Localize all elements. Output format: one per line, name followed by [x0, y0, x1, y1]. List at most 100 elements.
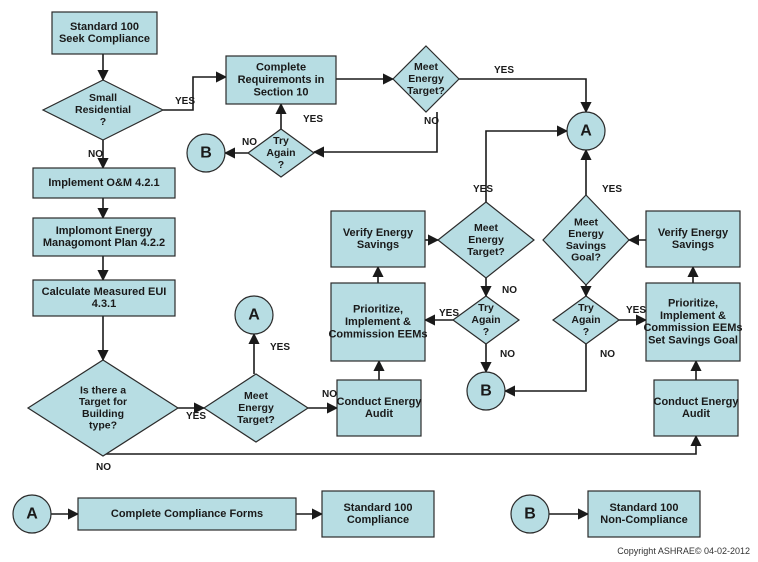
complete-req-label: Requiremonts in	[238, 74, 325, 86]
conduct-audit-right-label: Audit	[682, 408, 710, 420]
compliance-forms-node: Complete Compliance Forms	[77, 497, 297, 531]
no-edge-label: NO	[96, 462, 111, 473]
a-mid-label: A	[248, 307, 260, 324]
decision-diamond	[392, 45, 460, 113]
connector-arrow	[459, 78, 592, 114]
decision-diamond	[246, 128, 316, 178]
b-bottom-label: B	[524, 506, 536, 523]
prioritize-left-label: Prioritize,	[353, 304, 403, 316]
process-box	[32, 279, 176, 317]
try-again-top-label: Again	[266, 147, 295, 159]
std-compliance-label: Standard 100	[343, 502, 412, 514]
target-exists-label: Is there a	[80, 384, 126, 396]
meet-goal-label: Energy	[568, 228, 604, 240]
try-again-top-label: Try	[273, 135, 289, 147]
small-residential-label: Residential	[75, 104, 131, 116]
yes-edge-label: YES	[602, 184, 622, 195]
meet-target-low-label: Energy	[238, 402, 274, 414]
implement-om-label: Implement O&M 4.2.1	[48, 177, 159, 189]
decision-diamond	[26, 359, 180, 457]
meet-target-mid-label: Target?	[467, 246, 505, 258]
verify-left-label: Savings	[357, 239, 399, 251]
b-top-node: B	[186, 133, 226, 173]
implement-om-node: Implement O&M 4.2.1	[32, 167, 176, 199]
connector-circle	[234, 295, 274, 335]
prioritize-right-label: Implement &	[660, 310, 726, 322]
small-residential-label: Small	[89, 92, 117, 104]
verify-left-label: Verify Energy	[343, 227, 414, 239]
a-top-node: A	[566, 111, 606, 151]
process-box	[653, 379, 739, 437]
connector-circle	[510, 494, 550, 534]
try-again-right-label: Try	[578, 302, 594, 314]
yes-edge-label: YES	[186, 411, 206, 422]
meet-target-top-label: Target?	[407, 85, 445, 97]
meet-target-low-label: Meet	[244, 390, 268, 402]
connector-arrow	[485, 125, 569, 202]
small-residential-label: ?	[100, 116, 106, 128]
prioritize-left-label: Implement &	[345, 316, 411, 328]
prioritize-right-label: Commission EEMs	[643, 322, 742, 334]
connector-circle	[12, 494, 52, 534]
connector-circle	[466, 371, 506, 411]
std-noncompliance-label: Standard 100	[609, 502, 678, 514]
yes-edge-label: YES	[494, 65, 514, 76]
no-edge-label: NO	[322, 389, 337, 400]
meet-target-mid-label: Meet	[474, 222, 498, 234]
b-mid-node: B	[466, 371, 506, 411]
process-box	[32, 167, 176, 199]
prioritize-right-label: Set Savings Goal	[648, 334, 738, 346]
try-again-right-label: ?	[583, 326, 589, 338]
connector-arrow	[163, 71, 228, 111]
b-top-label: B	[200, 145, 212, 162]
process-box	[336, 379, 422, 437]
a-bottom-node: A	[12, 494, 52, 534]
a-mid-node: A	[234, 295, 274, 335]
implement-emp-label: Managomont Plan 4.2.2	[43, 237, 165, 249]
try-again-mid-label: Again	[471, 314, 500, 326]
conduct-audit-right-label: Conduct Energy	[654, 396, 740, 408]
prioritize-left-node: Prioritize,Implement &Commission EEMs	[328, 282, 428, 362]
conduct-audit-left-label: Conduct Energy	[337, 396, 423, 408]
prioritize-right-label: Prioritize,	[668, 298, 718, 310]
no-edge-label: NO	[500, 349, 515, 360]
yes-edge-label: YES	[270, 342, 290, 353]
connector-circle	[566, 111, 606, 151]
yes-edge-label: YES	[473, 184, 493, 195]
start-label: Seek Compliance	[59, 33, 150, 45]
meet-goal-label: Meet	[574, 216, 598, 228]
yes-edge-label: YES	[303, 114, 323, 125]
yes-edge-label: YES	[175, 96, 195, 107]
target-exists-label: Building	[82, 408, 124, 420]
try-again-mid-label: ?	[483, 326, 489, 338]
process-box	[51, 11, 158, 55]
no-edge-label: NO	[600, 349, 615, 360]
meet-target-mid-label: Energy	[468, 234, 504, 246]
target-exists-label: Target for	[79, 396, 127, 408]
verify-right-label: Verify Energy	[658, 227, 729, 239]
process-box	[330, 282, 426, 362]
calc-eui-label: 4.3.1	[92, 298, 116, 310]
connectors	[51, 54, 702, 520]
compliance-forms-label: Complete Compliance Forms	[111, 508, 263, 520]
std-noncompliance-label: Non-Compliance	[600, 514, 687, 526]
target-exists-label: type?	[89, 420, 117, 432]
calc-eui-label: Calculate Measured EUI	[42, 286, 167, 298]
copyright-text: Copyright ASHRAE© 04-02-2012	[617, 546, 750, 556]
decision-diamond	[451, 295, 521, 345]
